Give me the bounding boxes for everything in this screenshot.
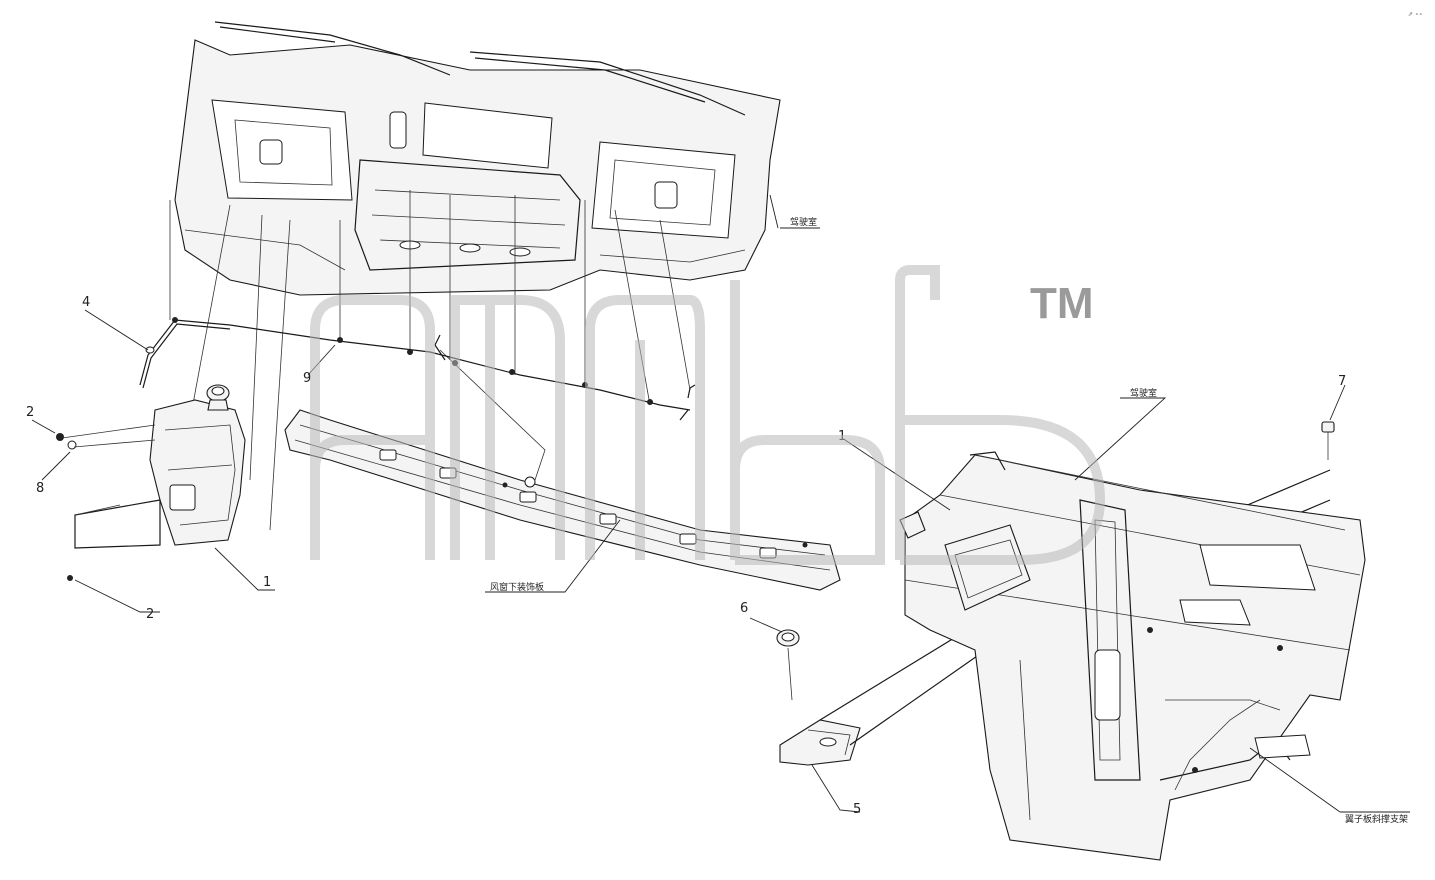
watermark-logo: TM [310, 265, 1106, 565]
callout-9: 9 [303, 371, 311, 386]
callout-6: 6 [740, 601, 748, 616]
leader-lines [31, 194, 1410, 813]
label-windshield-trim: 风窗下装饰板 [490, 581, 544, 593]
corner-mark: ⇗ ∘∘ [1408, 11, 1422, 18]
label-fender-bracket: 翼子板斜撑支架 [1345, 813, 1408, 825]
callout-4: 4 [82, 295, 90, 310]
callout-8: 8 [36, 481, 44, 496]
washer-reservoir [56, 384, 246, 581]
text-annotations: 驾驶室 驾驶室 风窗下装饰板 翼子板斜撑支架 [490, 216, 1408, 825]
callout-1-left: 1 [263, 575, 271, 590]
callout-7: 7 [1338, 374, 1346, 389]
callout-5: 5 [853, 802, 861, 817]
label-cab-right: 驾驶室 [1130, 387, 1157, 399]
cab-front-frame [174, 21, 781, 296]
label-cab-upper: 驾驶室 [790, 216, 817, 228]
callout-2-bottom: 2 [146, 607, 154, 622]
trademark-symbol: TM [1030, 279, 1094, 328]
callout-2-top: 2 [26, 405, 34, 420]
cab-side-frame [899, 451, 1366, 861]
